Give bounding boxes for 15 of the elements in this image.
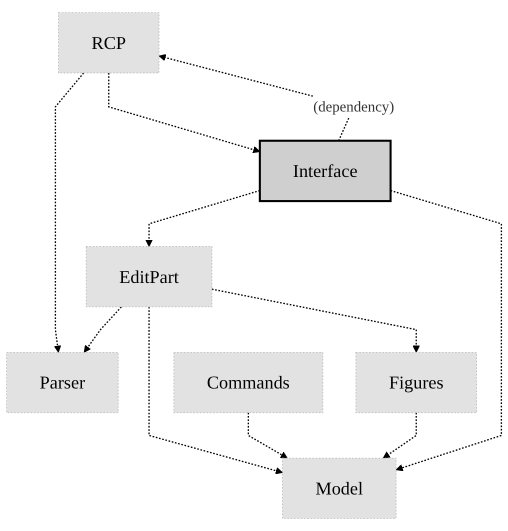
node-box: Interface bbox=[258, 140, 392, 202]
arrow bbox=[248, 412, 288, 458]
node-box: RCP bbox=[58, 12, 160, 74]
arrow bbox=[54, 72, 84, 353]
node-box: Commands bbox=[173, 352, 324, 414]
arrow bbox=[84, 306, 122, 353]
node-box: EditPart bbox=[86, 246, 212, 308]
node-box: Figures bbox=[355, 352, 477, 414]
node-box: Parser bbox=[6, 352, 119, 414]
arrow bbox=[212, 288, 420, 353]
arrow bbox=[108, 72, 260, 154]
edge-label: (dependency) bbox=[313, 98, 394, 115]
node-box: Model bbox=[282, 458, 397, 519]
arrow bbox=[382, 412, 417, 458]
arrow bbox=[148, 306, 283, 474]
